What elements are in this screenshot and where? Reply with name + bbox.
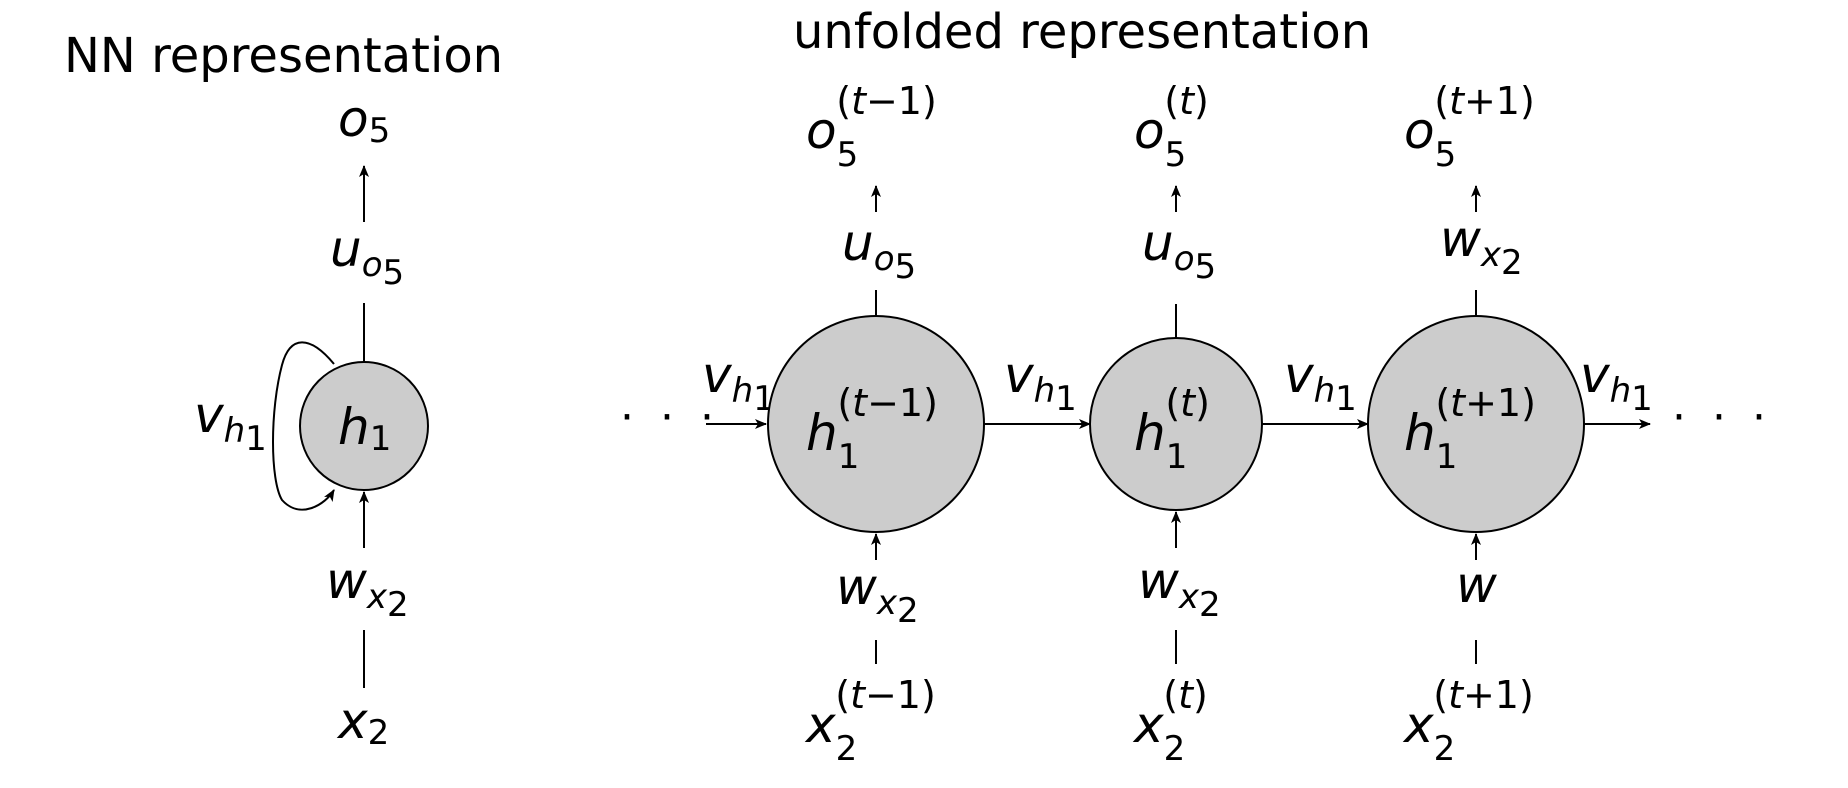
transition-weight-label-3: vh1: [1580, 346, 1653, 419]
transition-weight-label-2: vh1: [1284, 346, 1357, 419]
nn-recurrent-loop: [272, 341, 335, 511]
nn-hidden-node-label: h1: [338, 398, 391, 459]
nn-in-weight-label: wx2: [326, 552, 409, 625]
time-step-t: o5(t) uo5 h1(t) wx2 x2(t): [1089, 79, 1263, 769]
step-input-label: x2(t−1): [804, 673, 936, 769]
nn-input-label: x2: [336, 692, 389, 753]
time-step-t-minus-1: o5(t−1) uo5 h1(t−1) wx2 x2(t−1): [767, 79, 985, 769]
time-step-t-plus-1: o5(t+1) wx2 h1(t+1) w x2(t+1): [1367, 79, 1585, 769]
step-input-label: x2(t+1): [1402, 673, 1534, 769]
nn-representation: o5 uo5 vh1 h1 wx2 x2: [194, 90, 429, 753]
step-output-label: o5(t+1): [1404, 79, 1535, 175]
nn-out-weight-label: uo5: [330, 220, 404, 293]
step-out-weight-label: uo5: [842, 214, 916, 287]
transition-weight-label-1: vh1: [1004, 346, 1077, 419]
nn-hidden-node: [299, 361, 429, 491]
nn-recurrent-weight-label: vh1: [194, 386, 267, 459]
step-in-weight-label: w: [1456, 556, 1497, 614]
step-out-weight-label: wx2: [1440, 210, 1523, 283]
unfolded-representation: · · · vh1 o5(t−1) uo5 h1(t−1) wx2 x2(t−1…: [620, 79, 1772, 769]
nn-representation-title: NN representation: [64, 28, 503, 84]
ellipsis-left: · · ·: [620, 392, 720, 443]
step-in-weight-label: wx2: [836, 558, 919, 631]
step-hidden-node-label: h1(t+1): [1404, 381, 1536, 477]
step-input-label: x2(t): [1132, 673, 1208, 769]
step-hidden-node-label: h1(t): [1134, 381, 1210, 477]
unfolded-representation-title: unfolded representation: [793, 4, 1371, 60]
nn-output-label: o5: [338, 90, 390, 151]
step-out-weight-label: uo5: [1142, 214, 1216, 287]
ellipsis-right: · · ·: [1672, 392, 1772, 443]
step-hidden-node-label: h1(t−1): [806, 381, 938, 477]
step-output-label: o5(t): [1134, 79, 1209, 175]
step-in-weight-label: wx2: [1138, 552, 1221, 625]
step-output-label: o5(t−1): [806, 79, 937, 175]
